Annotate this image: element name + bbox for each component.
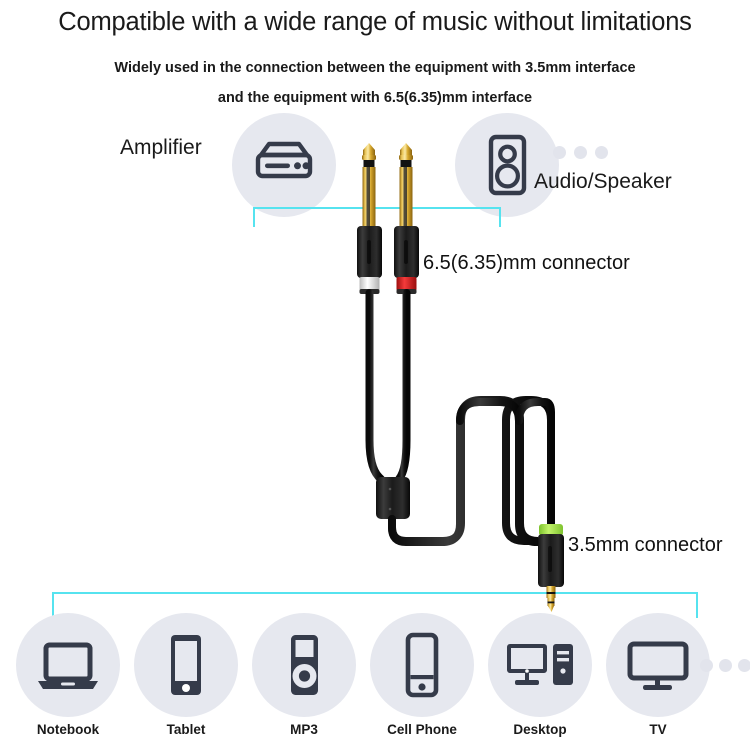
smartphone-icon	[370, 613, 474, 717]
device-label-cellphone: Cell Phone	[387, 722, 457, 737]
top-ellipsis-dots	[553, 146, 608, 159]
speaker-badge	[455, 113, 559, 217]
large-connector-label: 6.5(6.35)mm connector	[423, 252, 630, 274]
bottom-bracket	[52, 592, 698, 618]
device-badge-mp3	[252, 613, 356, 717]
dot-3	[738, 659, 750, 672]
audio-speaker-label: Audio/Speaker	[534, 170, 672, 193]
mp3-player-icon	[252, 613, 356, 717]
device-label-tablet: Tablet	[166, 722, 206, 737]
dot-2	[719, 659, 732, 672]
small-connector-label: 3.5mm connector	[568, 534, 723, 556]
device-badge-tv	[606, 613, 710, 717]
amplifier-label: Amplifier	[120, 136, 202, 159]
page-title: Compatible with a wide range of music wi…	[58, 8, 692, 36]
device-label-notebook: Notebook	[36, 722, 100, 737]
top-bracket	[253, 207, 501, 227]
subtitle-line-2: and the equipment with 6.5(6.35)mm inter…	[217, 90, 533, 106]
device-label-tv: TV	[649, 722, 667, 737]
y-splitter-block	[376, 477, 410, 519]
desktop-computer-icon	[488, 613, 592, 717]
bottom-ellipsis-dots	[700, 659, 750, 672]
dot-2	[574, 146, 587, 159]
television-icon	[606, 613, 710, 717]
device-label-mp3: MP3	[290, 722, 318, 737]
device-label-desktop: Desktop	[513, 722, 567, 737]
speaker-icon	[455, 113, 559, 217]
device-badge-cellphone	[370, 613, 474, 717]
laptop-icon	[16, 613, 120, 717]
dot-1	[700, 659, 713, 672]
device-badge-notebook	[16, 613, 120, 717]
dot-1	[553, 146, 566, 159]
device-badge-tablet	[134, 613, 238, 717]
device-badge-desktop	[488, 613, 592, 717]
subtitle-line-1: Widely used in the connection between th…	[114, 60, 636, 76]
right-plug-body	[394, 226, 419, 294]
amplifier-icon	[232, 113, 336, 217]
dot-3	[595, 146, 608, 159]
amplifier-badge	[232, 113, 336, 217]
left-plug-body	[357, 226, 382, 294]
tablet-icon	[134, 613, 238, 717]
